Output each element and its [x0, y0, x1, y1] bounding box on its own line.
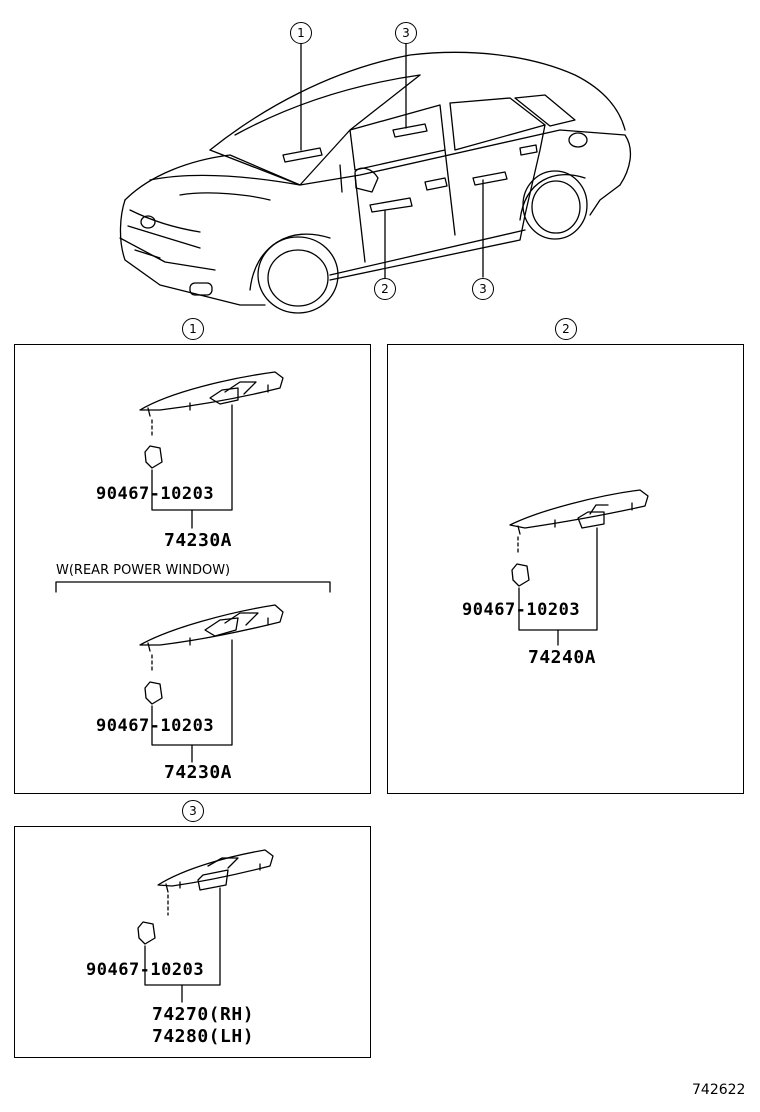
- panel3-assembly-number-lh[interactable]: 74280(LH): [152, 1026, 255, 1047]
- panel2-assembly-number[interactable]: 74240A: [528, 647, 597, 668]
- switch-base-74240a: [509, 489, 649, 646]
- panel3-callout[interactable]: 3: [182, 800, 204, 822]
- panel-3: [14, 826, 371, 1058]
- car-callout-3-rear[interactable]: 3: [472, 278, 494, 300]
- panel1-clip-part-number-a[interactable]: 90467-10203: [96, 484, 215, 504]
- panel1-clip-part-number-b[interactable]: 90467-10203: [96, 716, 215, 736]
- car-illustration: [119, 43, 632, 314]
- panel1-callout[interactable]: 1: [182, 318, 204, 340]
- diagram-reference-number: 742622: [692, 1082, 746, 1098]
- panel1-assembly-number-a[interactable]: 74230A: [164, 530, 233, 551]
- car-callout-3-front[interactable]: 3: [395, 22, 417, 44]
- switch-base-74230a-top: [139, 371, 284, 529]
- car-callout-1[interactable]: 1: [290, 22, 312, 44]
- panel1-variant-note: W(REAR POWER WINDOW): [56, 563, 231, 578]
- panel2-callout[interactable]: 2: [555, 318, 577, 340]
- panel3-assembly-number-rh[interactable]: 74270(RH): [152, 1004, 255, 1025]
- panel1-assembly-number-b[interactable]: 74230A: [164, 762, 233, 783]
- car-callout-2[interactable]: 2: [374, 278, 396, 300]
- panel3-clip-part-number[interactable]: 90467-10203: [86, 960, 205, 980]
- panel-1: [14, 344, 371, 794]
- switch-base-74270-74280: [137, 849, 274, 1003]
- variant-bracket: [55, 581, 331, 593]
- panel2-clip-part-number[interactable]: 90467-10203: [462, 600, 581, 620]
- switch-base-74230a-bottom: [139, 604, 284, 763]
- panel-2: [387, 344, 744, 794]
